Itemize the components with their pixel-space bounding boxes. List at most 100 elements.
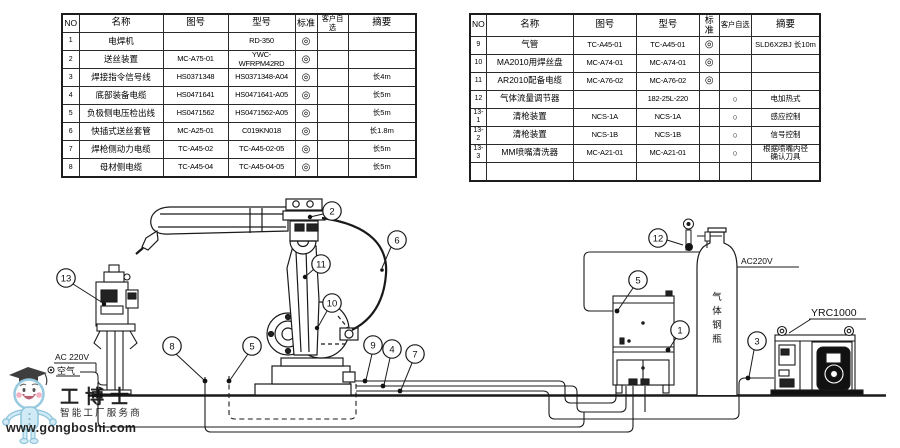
table-cell: 感应控制 xyxy=(750,107,821,127)
table-cell: NCS-1B xyxy=(635,125,700,145)
table-cell: MC-A25-01 xyxy=(162,122,229,142)
table-cell: MC-A21-01 xyxy=(572,143,637,163)
table-cell: 13-1 xyxy=(469,107,487,127)
table-cell xyxy=(698,125,720,145)
ac220v-left-label: AC 220V xyxy=(55,352,89,362)
table-cell: 7 xyxy=(61,140,80,160)
svg-text:13: 13 xyxy=(61,274,72,285)
table-cell xyxy=(572,161,637,182)
header-cell: 客户自选 xyxy=(718,13,752,37)
watermark-tagline: 智能工厂服务商 xyxy=(60,407,142,419)
svg-text:11: 11 xyxy=(316,260,326,271)
robot-graduate-mascot-icon xyxy=(2,367,57,445)
table-cell xyxy=(316,104,349,124)
table-cell xyxy=(316,68,349,88)
header-cell: 图号 xyxy=(572,13,637,37)
gas-cylinder-drawing xyxy=(683,218,738,395)
ac220v-right-label: AC220V xyxy=(741,256,773,266)
table-cell xyxy=(347,49,417,70)
table-cell: RD-350 xyxy=(227,32,296,51)
svg-text:9: 9 xyxy=(370,341,375,352)
table-cell: AR2010配备电缆 xyxy=(485,71,574,91)
table-cell: 4 xyxy=(61,86,80,106)
table-cell: HS0471641-A05 xyxy=(227,86,296,106)
table-cell xyxy=(718,35,752,55)
callout-3: 3 xyxy=(747,331,767,351)
table-cell xyxy=(316,32,349,51)
table-cell: 1 xyxy=(61,32,80,51)
table-cell: 母材侧电缆 xyxy=(78,158,164,178)
air-label: 空气 xyxy=(57,365,75,376)
table-cell: 5 xyxy=(61,104,80,124)
table-cell: HS0471562 xyxy=(162,104,229,124)
callout-5-right: 5 xyxy=(628,270,648,290)
svg-text:5: 5 xyxy=(249,342,254,353)
table-cell: ○ xyxy=(718,89,752,109)
table-cell: 电焊机 xyxy=(78,32,164,51)
table-cell: HS0371348 xyxy=(162,68,229,88)
table-cell: ◎ xyxy=(294,122,318,142)
watermark: 工博士 智能工厂服务商 www.gongboshi.com xyxy=(2,367,142,445)
table-cell: MC-A74-01 xyxy=(572,53,637,73)
table-cell: ○ xyxy=(718,143,752,163)
table-cell: ◎ xyxy=(294,86,318,106)
svg-text:6: 6 xyxy=(394,236,399,247)
header-cell: NO xyxy=(469,13,487,37)
table-cell xyxy=(469,161,487,182)
table-cell: ○ xyxy=(718,125,752,145)
controller-label: YRC1000 xyxy=(788,307,866,334)
table-cell xyxy=(750,71,821,91)
callout-5-left: 5 xyxy=(242,336,262,356)
table-cell: C019KN018 xyxy=(227,122,296,142)
table-cell xyxy=(698,89,720,109)
svg-text:12: 12 xyxy=(653,234,664,245)
header-cell: 型号 xyxy=(635,13,700,37)
table-cell: TC-A45-04-05 xyxy=(227,158,296,178)
table-cell: 送丝装置 xyxy=(78,49,164,70)
svg-text:3: 3 xyxy=(754,337,759,348)
table-row xyxy=(469,161,821,182)
watermark-url: www.gongboshi.com xyxy=(5,421,136,435)
table-cell: 长5m xyxy=(347,104,417,124)
table-cell: TC-A45-04 xyxy=(162,158,229,178)
table-cell: HS0471641 xyxy=(162,86,229,106)
table-cell: ◎ xyxy=(294,104,318,124)
table-cell: 信号控制 xyxy=(750,125,821,145)
table-cell: 长5m xyxy=(347,158,417,178)
table-cell: 13-2 xyxy=(469,125,487,145)
table-cell: MC-A76-02 xyxy=(572,71,637,91)
welding-machine-drawing xyxy=(612,290,675,394)
header-cell: 客户自选 xyxy=(316,13,349,33)
table-cell xyxy=(162,32,229,51)
table-cell: MM喷嘴清洗器 xyxy=(485,143,574,163)
table-cell: TC-A45-02 xyxy=(162,140,229,160)
callout-10: 10 xyxy=(322,293,342,313)
table-cell xyxy=(316,140,349,160)
callout-11: 11 xyxy=(311,254,331,274)
header-cell: 标准 xyxy=(698,13,720,37)
table-cell: ◎ xyxy=(294,68,318,88)
svg-text:10: 10 xyxy=(327,299,338,310)
svg-text:8: 8 xyxy=(169,342,174,353)
table-cell xyxy=(718,71,752,91)
header-cell: 摘要 xyxy=(347,13,417,33)
robot-arm-drawing xyxy=(135,198,388,396)
table-cell: 负极侧电压检出线 xyxy=(78,104,164,124)
svg-text:2: 2 xyxy=(329,207,334,218)
table-cell xyxy=(698,143,720,163)
callout-8: 8 xyxy=(162,336,182,356)
controller-drawing xyxy=(770,325,864,396)
table-cell: MC-A74-01 xyxy=(635,53,700,73)
table-cell: ◎ xyxy=(698,71,720,91)
table-cell: 长5m xyxy=(347,86,417,106)
